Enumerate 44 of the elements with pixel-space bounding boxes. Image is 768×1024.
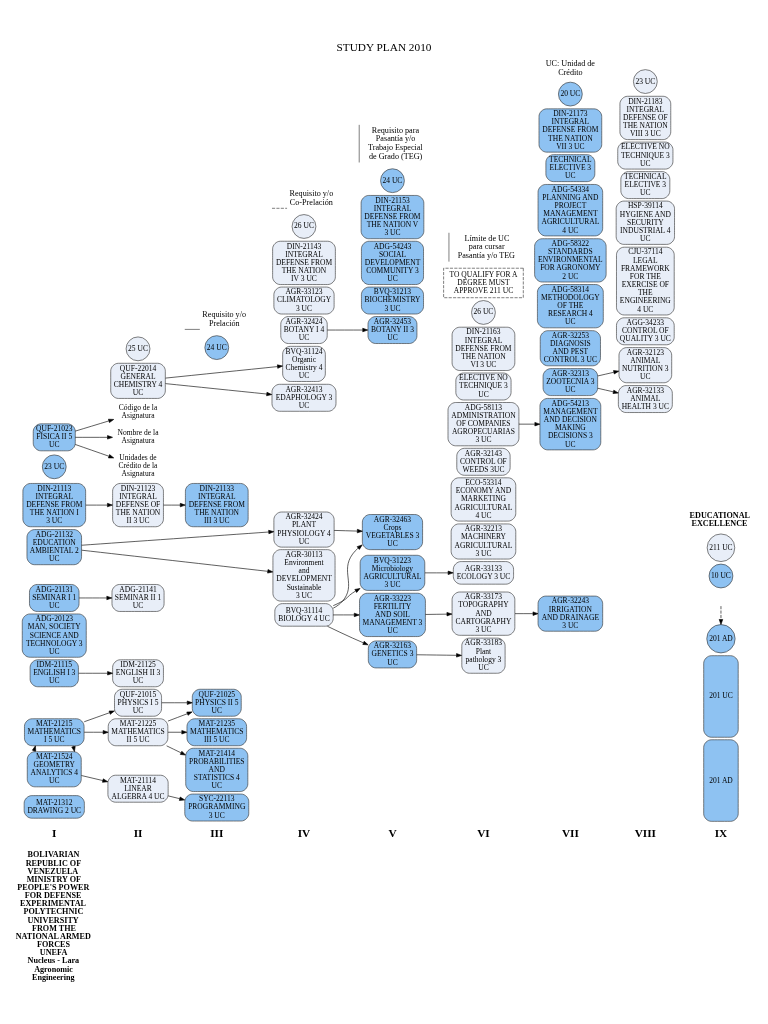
arrow [81,549,274,574]
label: VI [477,827,490,840]
arrow [424,570,454,575]
arrow [167,795,185,801]
arrow [327,327,369,333]
arrow [83,730,109,735]
arrow [81,775,109,783]
arrow [416,653,462,658]
arrow [32,745,37,752]
arrow [81,529,275,546]
arrow [85,503,113,508]
arrow [167,730,188,735]
arrow [161,700,193,705]
arrow [332,588,361,606]
arrow [332,612,360,617]
arrow [78,671,113,676]
arrow [518,422,541,427]
label: VII [561,827,579,840]
arrow [597,387,619,394]
arrow [333,529,363,534]
arrow [327,625,369,646]
arrow [514,611,539,616]
arrow [597,370,620,377]
arrow [163,503,186,508]
arrow [74,435,113,440]
arrow [718,605,724,625]
label: I [52,827,57,840]
label: III [210,827,224,840]
arrow [425,612,453,617]
label: V [388,827,397,840]
label: IX [714,827,728,840]
arrow [78,595,113,601]
arrow [165,364,283,379]
arrow [74,444,115,459]
label: II [133,827,143,840]
diagram-title: STUDY PLAN 2010 [336,41,432,54]
arrow [83,710,115,723]
label: VIII [634,827,657,840]
arrow [165,383,273,397]
arrow [74,418,115,432]
arrow [332,544,363,609]
arrow [166,745,186,756]
arrow [167,711,193,722]
label: IV [297,827,311,840]
